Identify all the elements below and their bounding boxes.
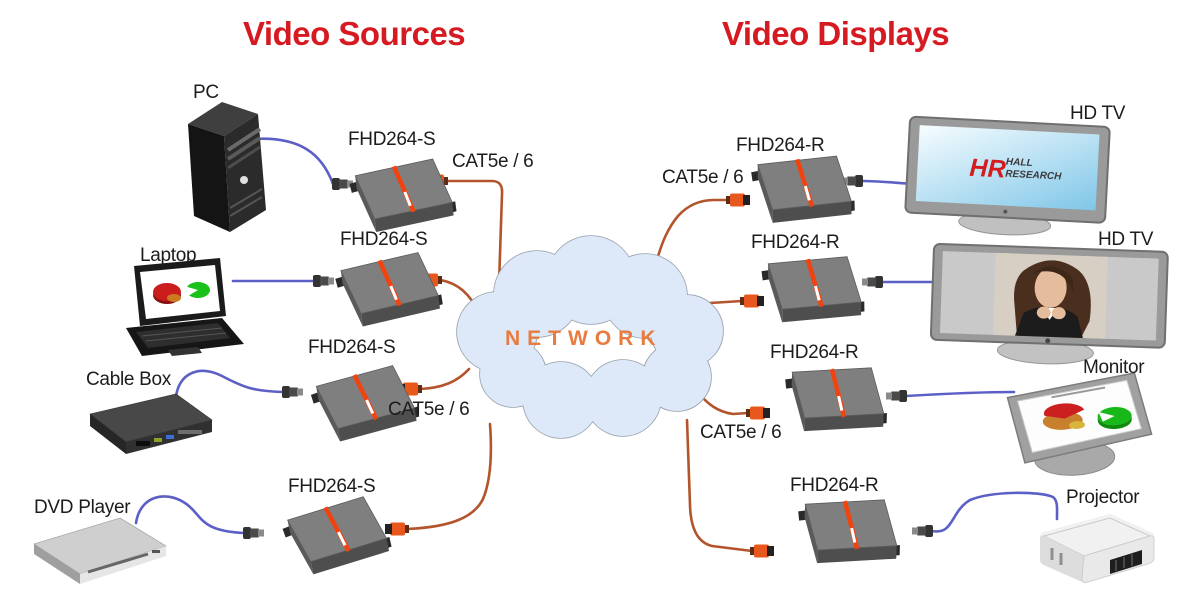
cat5-cable-s3 <box>418 367 471 391</box>
label-fhd264r-1: FHD264-R <box>736 135 825 156</box>
label-cat5-right-3: CAT5e / 6 <box>700 422 782 443</box>
hdmi-cable-pc <box>251 137 335 186</box>
cable-box-graphic <box>84 388 219 468</box>
label-projector: Projector <box>1066 487 1140 508</box>
label-dvd-player: DVD Player <box>34 497 131 518</box>
label-fhd264r-2: FHD264-R <box>751 232 840 253</box>
label-hdtv-1: HD TV <box>1070 103 1126 124</box>
projector-graphic <box>1032 506 1162 598</box>
hdmi-cable-cablebox <box>174 369 285 398</box>
laptop-graphic <box>122 256 247 361</box>
label-fhd264s-3: FHD264-S <box>308 337 396 358</box>
rj45-plug-icon <box>750 544 774 558</box>
extender-box-fhd264r-1 <box>747 146 862 235</box>
cat5-cable-s1 <box>444 179 504 347</box>
title-video-sources: Video Sources <box>243 15 466 52</box>
hdmi-plug-icon <box>313 275 334 287</box>
extender-box-fhd264s-2 <box>334 247 448 335</box>
cat5-cable-r4 <box>685 418 754 553</box>
hdmi-cables <box>134 137 1059 535</box>
hdmi-cable-monitor <box>904 390 1016 398</box>
pc-tower-graphic <box>178 94 273 239</box>
hdtv1-graphic: HR HALL RESEARCH <box>902 114 1123 245</box>
rj45-plug-icon <box>746 406 770 420</box>
label-cat5-left-3: CAT5e / 6 <box>388 399 470 420</box>
label-fhd264s-1: FHD264-S <box>348 129 436 150</box>
cat5-cable-s4 <box>405 422 493 531</box>
cat5-cable-r2 <box>708 299 744 305</box>
network-label: NETWORK <box>505 327 663 350</box>
extender-box-fhd264r-2 <box>757 245 874 336</box>
hdmi-plug-icon <box>912 525 933 537</box>
hdmi-plug-icon <box>243 527 264 539</box>
label-cable-box: Cable Box <box>86 369 171 390</box>
hall-research-logo-hr: HR <box>969 154 1007 184</box>
label-cat5-left-1: CAT5e / 6 <box>452 151 534 172</box>
extender-box-fhd264s-4 <box>279 490 398 585</box>
hdmi-plug-icon <box>282 386 303 398</box>
extender-box-fhd264r-3 <box>778 354 897 449</box>
label-pc: PC <box>193 82 219 103</box>
monitor-graphic <box>992 366 1163 484</box>
dvd-player-graphic <box>26 512 176 600</box>
label-fhd264s-2: FHD264-S <box>340 229 428 250</box>
label-cat5-right-1: CAT5e / 6 <box>662 167 744 188</box>
label-fhd264s-4: FHD264-S <box>288 476 376 497</box>
extender-box-fhd264r-4 <box>791 486 910 581</box>
hdtv2-graphic <box>929 238 1179 374</box>
rj45-plug-icon <box>726 193 750 207</box>
label-fhd264r-4: FHD264-R <box>790 475 879 496</box>
label-monitor: Monitor <box>1083 357 1145 378</box>
label-laptop: Laptop <box>140 245 197 266</box>
cat5-cables <box>405 179 754 553</box>
title-video-displays: Video Displays <box>722 15 950 52</box>
hall-research-logo-research: RESEARCH <box>1005 169 1062 183</box>
cat5-cable-r1 <box>655 198 730 262</box>
hall-research-logo-hall: HALL <box>1006 157 1033 169</box>
network-cloud <box>456 235 724 439</box>
hdmi-cable-projector <box>930 491 1059 533</box>
extender-box-fhd264s-1 <box>349 154 462 240</box>
label-fhd264r-3: FHD264-R <box>770 342 859 363</box>
hdmi-cable-dvd <box>134 495 246 535</box>
label-hdtv-2: HD TV <box>1098 229 1154 250</box>
